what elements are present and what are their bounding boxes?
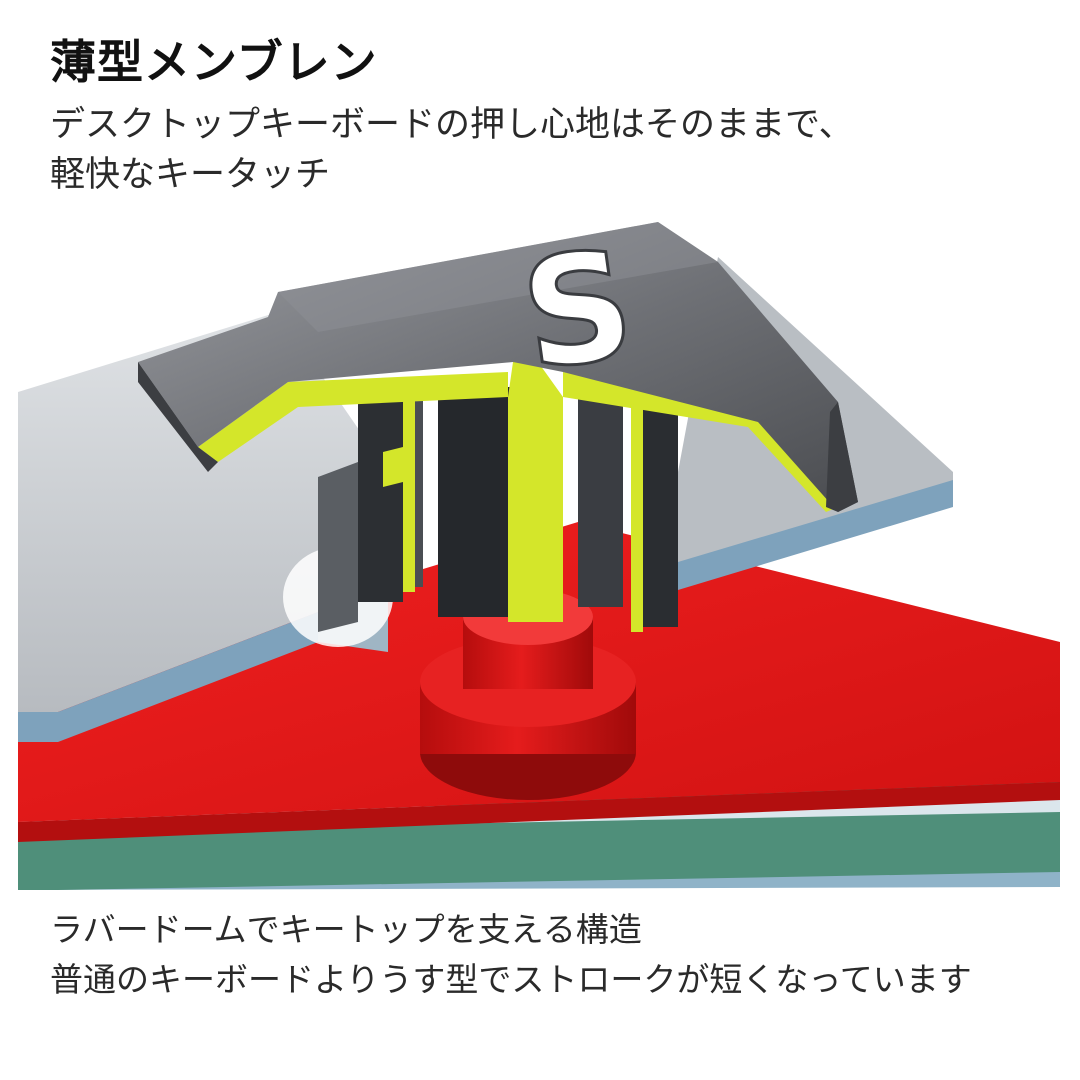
subtitle-line-1: デスクトップキーボードの押し心地はそのままで、 xyxy=(50,105,854,145)
caption: ラバードームでキートップを支える構造 普通のキーボードよりうす型でストロークが短… xyxy=(50,905,972,1005)
caption-line-2: 普通のキーボードよりうす型でストロークが短くなっています xyxy=(50,960,972,999)
subtitle-line-2: 軽快なキータッチ xyxy=(50,155,331,195)
page-title: 薄型メンブレン xyxy=(50,35,378,89)
key-letter: S xyxy=(512,222,643,405)
keycap: S xyxy=(138,222,858,512)
subtitle: デスクトップキーボードの押し心地はそのままで、 軽快なキータッチ xyxy=(50,100,854,200)
caption-line-1: ラバードームでキートップを支える構造 xyxy=(50,910,642,949)
key-stem xyxy=(198,362,838,632)
membrane-key-cutaway-illustration: S xyxy=(18,222,1060,890)
